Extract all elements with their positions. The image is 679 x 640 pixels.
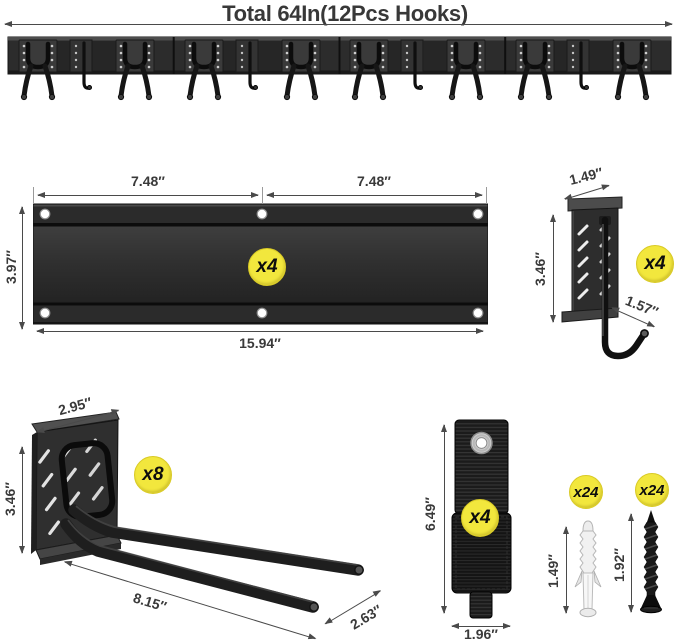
extension-line — [262, 187, 263, 204]
extension-line — [486, 187, 487, 204]
rail-width-right-arrow — [266, 191, 483, 199]
rail-height-arrow — [18, 206, 26, 330]
rail-assembly-image — [7, 36, 672, 110]
j-hook-height-label: 3.46″ — [532, 252, 548, 286]
screw-image — [640, 510, 662, 614]
strap-width-arrow — [451, 622, 511, 630]
strap-qty-badge: x4 — [461, 499, 499, 537]
anchor-length-arrow — [562, 526, 570, 614]
double-hook-image — [31, 411, 364, 613]
wall-anchor-image — [574, 520, 602, 618]
double-hook-qty-badge: x8 — [134, 456, 172, 494]
rail-width-right-label: 7.48″ — [357, 173, 391, 189]
strap-length-label: 6.49″ — [422, 497, 438, 531]
strap-image — [451, 419, 512, 619]
anchor-qty-badge: x24 — [569, 475, 603, 509]
anchor-length-label: 1.49″ — [545, 554, 561, 588]
rail-total-width-label: 15.94″ — [239, 335, 281, 351]
double-hook-height-label: 3.46″ — [2, 482, 18, 516]
rail-total-width-arrow — [36, 327, 484, 335]
screw-qty-badge: x24 — [635, 473, 669, 507]
rail-width-left-arrow — [37, 191, 259, 199]
extension-line — [33, 187, 34, 204]
j-hook-qty-badge: x4 — [636, 245, 674, 283]
j-hook-image — [561, 196, 649, 360]
rail-width-left-label: 7.48″ — [131, 173, 165, 189]
rail-qty-badge: x4 — [248, 248, 286, 286]
rail-height-label: 3.97″ — [3, 250, 19, 284]
strap-width-label: 1.96″ — [464, 626, 498, 640]
j-hook-width-label: 1.49″ — [567, 164, 605, 188]
page-title: Total 64In(12Pcs Hooks) — [222, 1, 468, 26]
strap-length-arrow — [440, 424, 448, 614]
screw-length-arrow — [627, 513, 635, 613]
screw-length-label: 1.92″ — [611, 548, 627, 582]
total-width-arrow — [4, 20, 673, 28]
double-hook-height-arrow — [18, 446, 26, 554]
j-hook-height-arrow — [549, 214, 557, 323]
